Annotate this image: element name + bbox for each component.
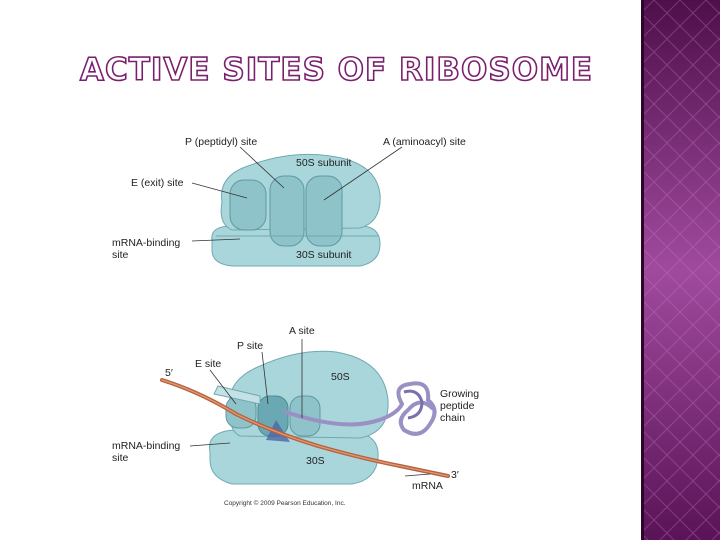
label-e-site: E site — [195, 358, 222, 370]
label-mrna-binding-site: site — [112, 249, 129, 261]
label-30s: 30S — [306, 455, 325, 467]
label-p-peptidyl-site: P (peptidyl) site — [185, 136, 258, 148]
label-growing: Growing — [440, 388, 480, 400]
label-30s-subunit: 30S subunit — [296, 249, 352, 261]
label-a-site: A site — [289, 325, 315, 337]
decorative-sidebar — [641, 0, 720, 540]
label-mrna-binding-site: site — [112, 452, 129, 464]
label-mrna-binding: mRNA-binding — [112, 440, 181, 452]
subunit-30s-shape — [209, 429, 379, 485]
label-chain: chain — [440, 412, 466, 424]
label-peptide: peptide — [440, 400, 475, 412]
label-50s: 50S — [331, 371, 350, 383]
label-p-site: P site — [237, 340, 264, 352]
slide-title: ACTIVE SITES OF RIBOSOME — [79, 51, 594, 89]
label-mrna-binding: mRNA-binding — [112, 237, 181, 249]
label-a-aminoacyl-site: A (aminoacyl) site — [383, 136, 466, 148]
growing-peptide-chain — [284, 381, 437, 436]
label-e-exit-site: E (exit) site — [131, 177, 184, 189]
p-site-pocket — [269, 175, 305, 247]
label-three-prime: 3′ — [451, 469, 459, 481]
label-mrna: mRNA — [412, 480, 443, 492]
e-site-pocket — [229, 179, 267, 231]
label-five-prime: 5′ — [165, 367, 173, 379]
label-50s-subunit: 50S subunit — [296, 157, 352, 169]
copyright-notice: Copyright © 2009 Pearson Education, Inc. — [224, 500, 346, 507]
